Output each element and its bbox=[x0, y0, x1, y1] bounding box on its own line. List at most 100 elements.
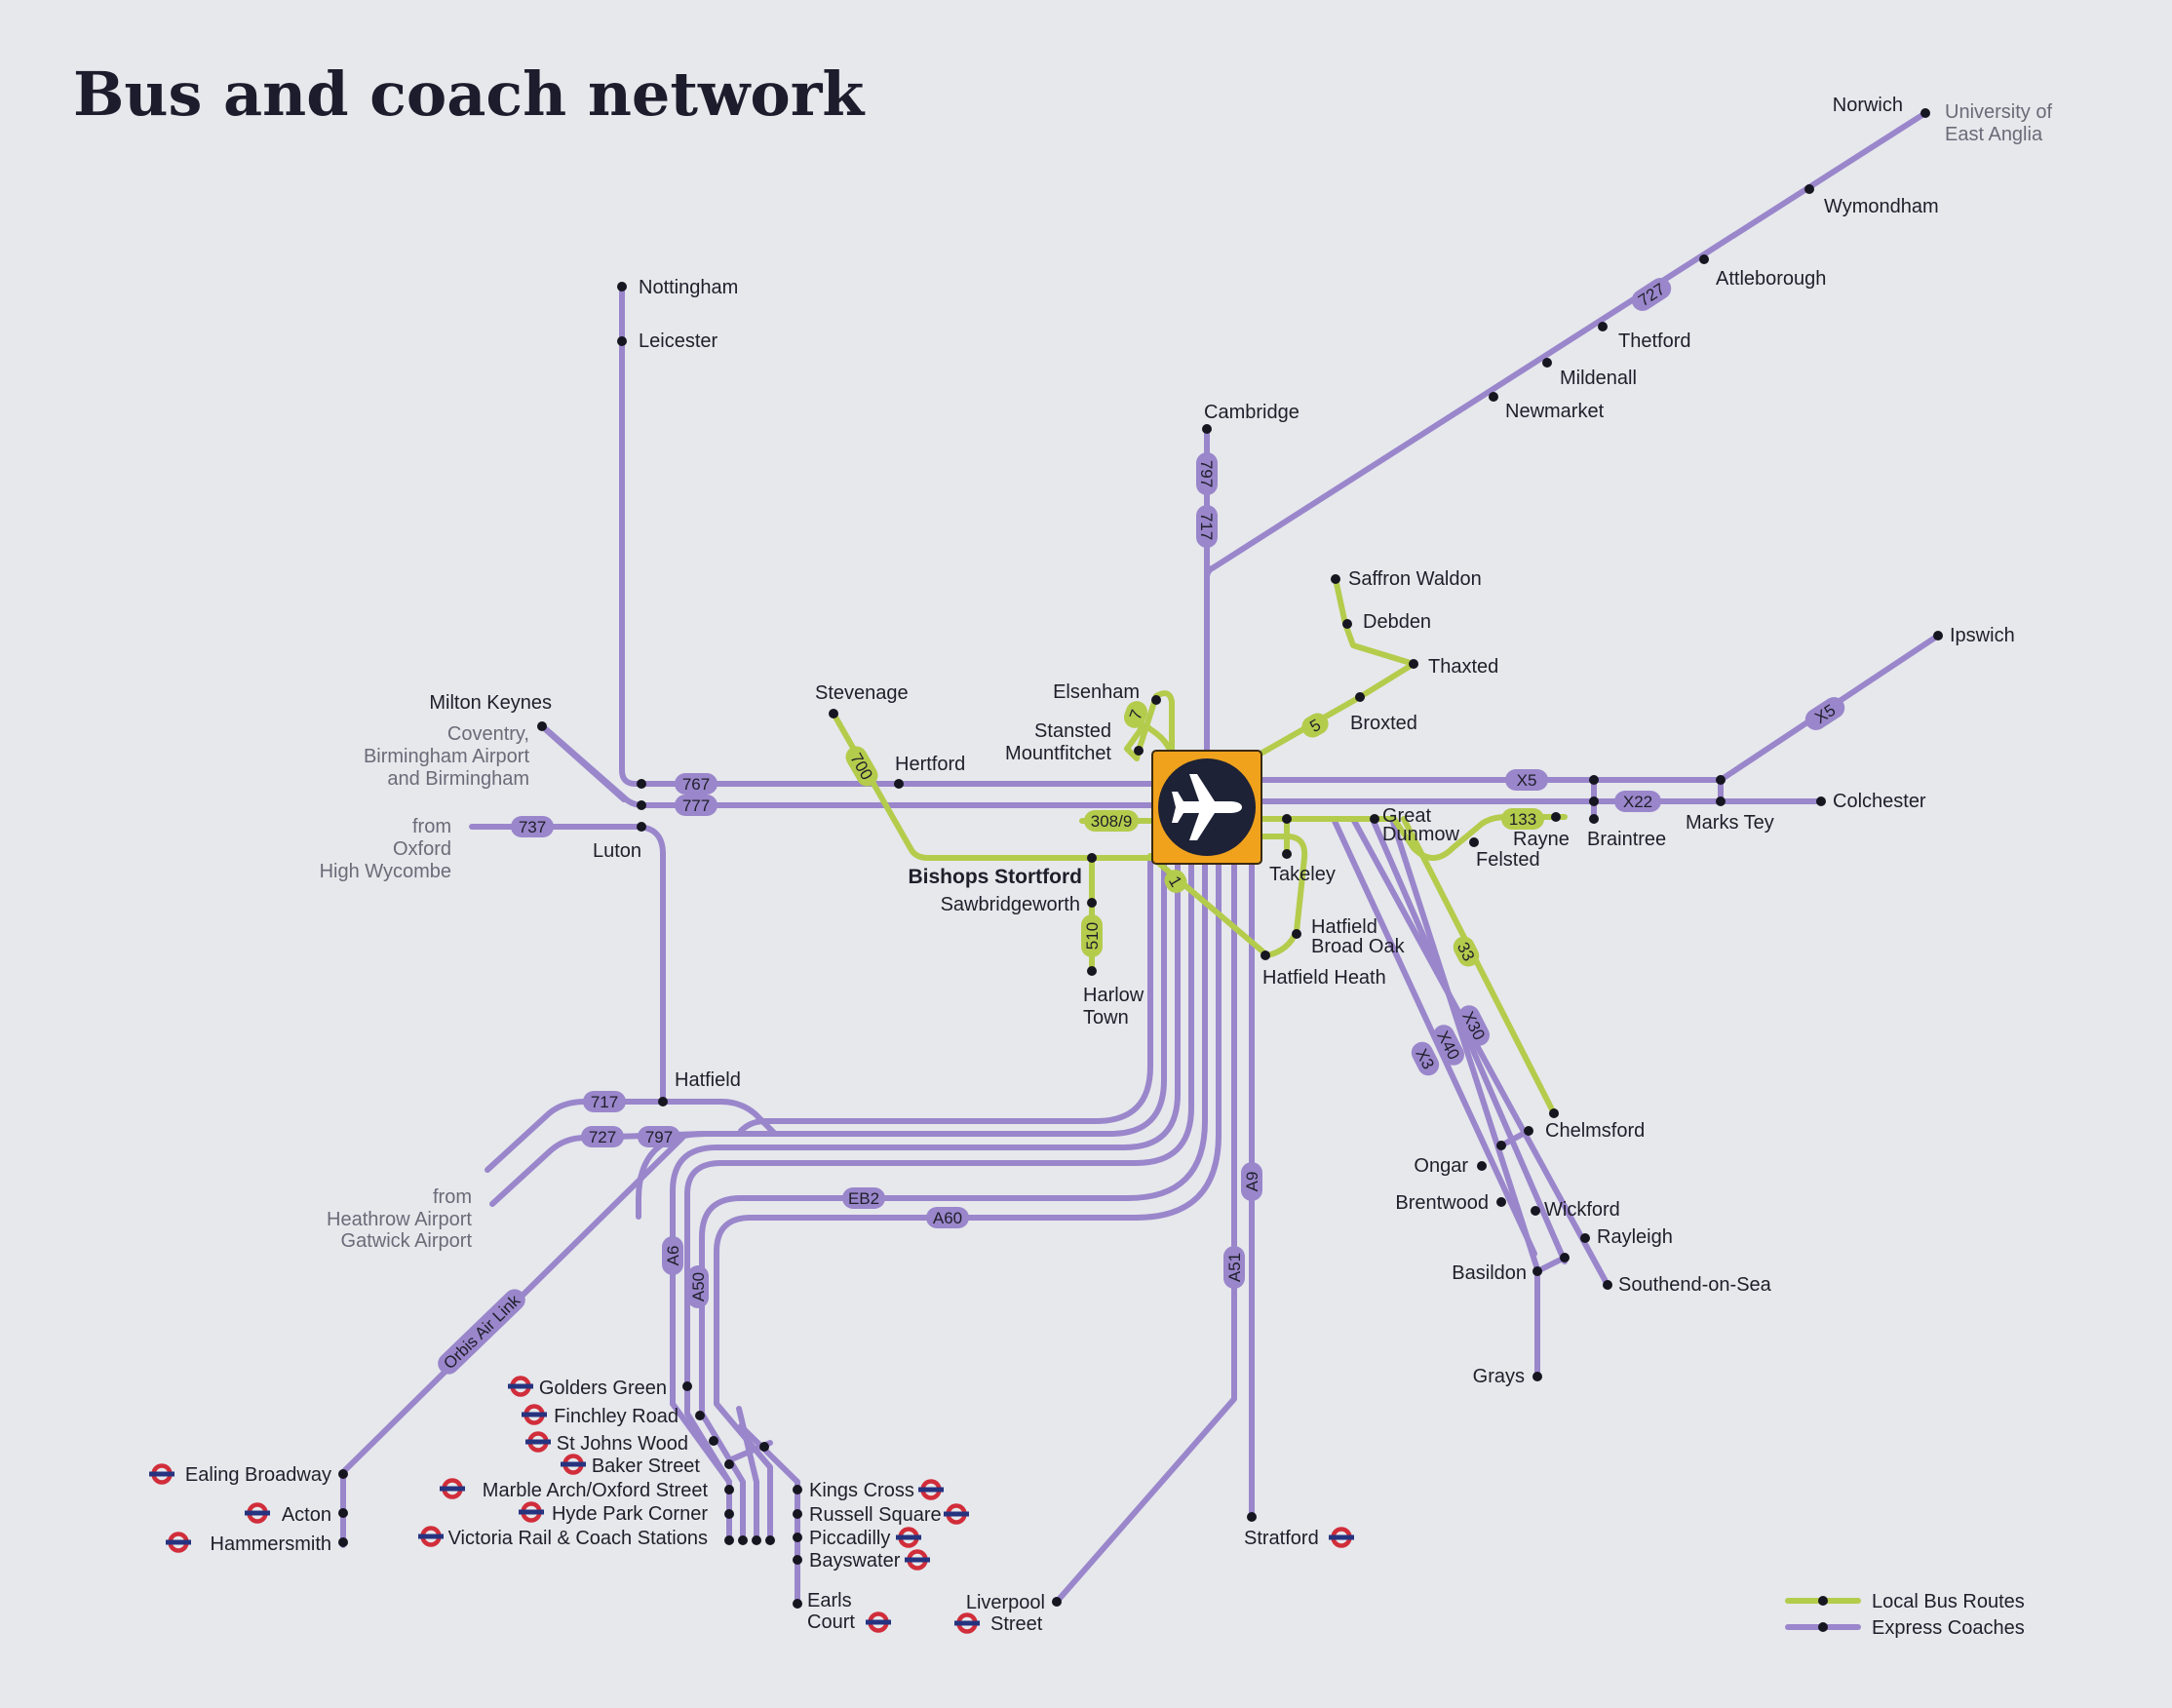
stop-norwich bbox=[1920, 108, 1930, 118]
legend-express-label: Express Coaches bbox=[1872, 1617, 2025, 1639]
bundle-line-6 bbox=[738, 855, 1153, 1134]
stansted-airport-hub[interactable] bbox=[1151, 750, 1262, 865]
route-5-line bbox=[1260, 576, 1416, 756]
stop-colchester bbox=[1816, 796, 1826, 806]
label-coventry-3: and Birmingham bbox=[387, 768, 529, 790]
route-7-c-line bbox=[1153, 690, 1175, 756]
legend-local-label: Local Bus Routes bbox=[1872, 1591, 2025, 1612]
stop-braintree-a bbox=[1589, 775, 1599, 785]
stop-rayne bbox=[1551, 812, 1561, 822]
route-717-west-line bbox=[485, 1099, 778, 1173]
route-727-norwich-line bbox=[1204, 110, 1928, 588]
label-hatfield-heath: Hatfield Heath bbox=[1262, 967, 1386, 989]
london-underground-roundel-icon bbox=[440, 1478, 465, 1499]
chelmsford-connector bbox=[1498, 1128, 1532, 1148]
stop-wickford bbox=[1531, 1206, 1540, 1216]
route-308-label: 308/9 bbox=[1084, 810, 1139, 832]
label-uea-2: East Anglia bbox=[1945, 124, 2043, 145]
label-hatfield-broad-oak-2: Broad Oak bbox=[1311, 936, 1406, 957]
stop-victoria-c bbox=[752, 1535, 761, 1545]
label-coventry-1: Coventry, bbox=[447, 723, 529, 745]
label-elsenham: Elsenham bbox=[1053, 681, 1140, 703]
london-underground-roundel-icon bbox=[519, 1501, 544, 1523]
stop-golders-green bbox=[682, 1381, 692, 1391]
route-a6-label: A6 bbox=[662, 1236, 683, 1275]
stop-luton-c bbox=[637, 822, 646, 832]
london-underground-roundel-icon bbox=[944, 1503, 969, 1525]
route-717-cam-label: 717 bbox=[1196, 505, 1218, 548]
svg-text:EB2: EB2 bbox=[848, 1189, 879, 1208]
stop-st-johns-wood bbox=[709, 1436, 718, 1446]
bundle-line-2 bbox=[670, 855, 1181, 1407]
stop-baker-street-b bbox=[759, 1442, 769, 1452]
label-finchley-road: Finchley Road bbox=[554, 1406, 679, 1427]
label-leicester: Leicester bbox=[639, 330, 718, 352]
svg-text:797: 797 bbox=[1197, 460, 1216, 487]
label-harlow-2: Town bbox=[1083, 1007, 1129, 1029]
label-st-johns-wood: St Johns Wood bbox=[557, 1433, 688, 1455]
stop-bayswater bbox=[793, 1555, 802, 1565]
label-earls-court-2: Court bbox=[807, 1611, 855, 1633]
stop-mildenall bbox=[1542, 358, 1552, 368]
legend: Local Bus Routes Express Coaches bbox=[1785, 1591, 2025, 1639]
label-rayne: Rayne bbox=[1513, 829, 1570, 850]
stop-milton-keynes bbox=[537, 721, 547, 731]
route-7-b-line bbox=[1136, 693, 1159, 754]
route-a51-liverpool-line bbox=[1054, 855, 1237, 1605]
stop-hammersmith bbox=[338, 1537, 348, 1547]
stop-cambridge bbox=[1202, 424, 1212, 434]
stop-elsenham bbox=[1151, 695, 1161, 705]
stop-felsted bbox=[1469, 837, 1479, 847]
stop-marks-tey-a bbox=[1716, 775, 1726, 785]
london-underground-roundel-icon bbox=[525, 1431, 551, 1453]
stop-piccadilly bbox=[793, 1533, 802, 1542]
label-brentwood: Brentwood bbox=[1395, 1192, 1489, 1214]
london-underground-roundel-icon bbox=[918, 1479, 944, 1500]
place-labels: Norwich University of East Anglia Wymond… bbox=[185, 95, 2053, 1635]
bundle-line-10 bbox=[738, 1423, 800, 1485]
london-underground-roundel-icon bbox=[905, 1549, 930, 1571]
route-a9-label: A9 bbox=[1241, 1162, 1262, 1201]
route-727-west-label: 727 bbox=[581, 1126, 624, 1147]
svg-text:767: 767 bbox=[682, 775, 710, 794]
bundle-line-8 bbox=[670, 1401, 732, 1485]
label-cambridge: Cambridge bbox=[1204, 402, 1299, 423]
london-underground-roundel-icon bbox=[245, 1502, 270, 1524]
london-underground-roundel-icon bbox=[418, 1526, 444, 1547]
label-from-oxford-3: High Wycombe bbox=[320, 861, 451, 882]
label-from-heathrow-2: Heathrow Airport bbox=[327, 1209, 472, 1230]
svg-text:737: 737 bbox=[519, 818, 546, 836]
stop-hyde-park-corner bbox=[724, 1509, 734, 1519]
svg-text:727: 727 bbox=[589, 1128, 616, 1146]
stop-marble-arch bbox=[724, 1485, 734, 1494]
stop-braintree-b bbox=[1589, 796, 1599, 806]
route-767-label: 767 bbox=[675, 773, 718, 795]
label-golders-green: Golders Green bbox=[539, 1378, 667, 1399]
london-underground-roundel-icon bbox=[508, 1376, 533, 1397]
route-a60-label: A60 bbox=[926, 1207, 969, 1228]
stop-harlow bbox=[1087, 966, 1097, 976]
label-hertford: Hertford bbox=[895, 754, 965, 775]
stop-hatfield bbox=[658, 1097, 668, 1106]
london-underground-roundel-icon bbox=[1329, 1527, 1354, 1548]
label-piccadilly: Piccadilly bbox=[809, 1528, 890, 1549]
bundle-line-5 bbox=[714, 855, 1222, 1543]
london-underground-roundel-icon bbox=[896, 1527, 921, 1548]
svg-text:510: 510 bbox=[1083, 922, 1102, 950]
route-717-west-label: 717 bbox=[583, 1091, 626, 1112]
label-ongar: Ongar bbox=[1414, 1155, 1468, 1177]
stop-earls-court bbox=[793, 1599, 802, 1609]
route-a50-label: A50 bbox=[687, 1265, 709, 1308]
route-33-label: 33 bbox=[1453, 936, 1480, 967]
london-underground-roundel-icon bbox=[954, 1612, 980, 1634]
svg-text:A6: A6 bbox=[664, 1246, 682, 1266]
label-kings-cross: Kings Cross bbox=[809, 1480, 914, 1501]
stop-basildon bbox=[1532, 1266, 1542, 1276]
label-hammersmith: Hammersmith bbox=[211, 1533, 331, 1555]
stop-liverpool-street bbox=[1052, 1597, 1062, 1607]
label-thetford: Thetford bbox=[1618, 330, 1690, 352]
stop-acton bbox=[338, 1508, 348, 1518]
stop-victoria-d bbox=[765, 1535, 775, 1545]
label-wickford: Wickford bbox=[1544, 1199, 1620, 1221]
